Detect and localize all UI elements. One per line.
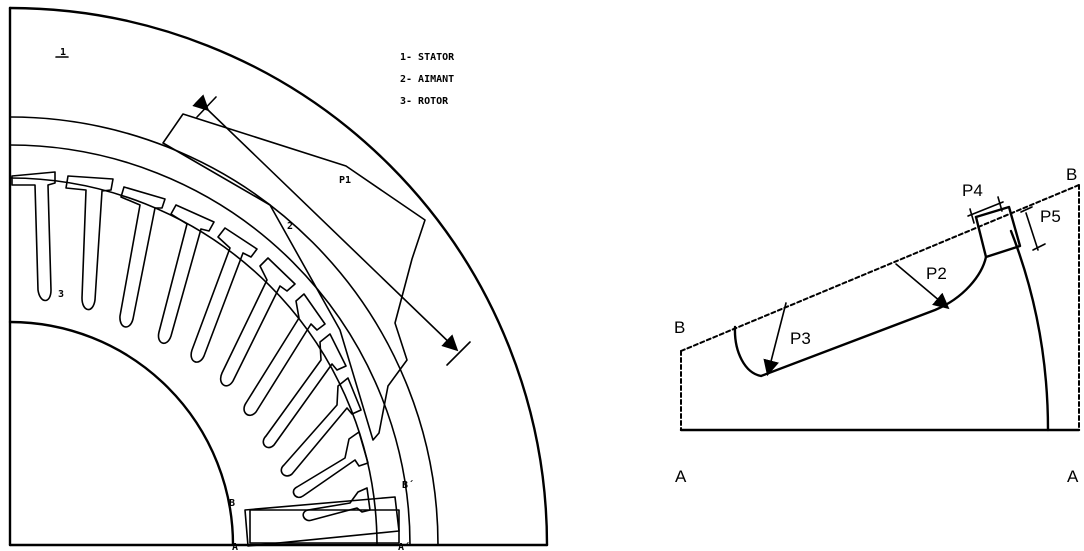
outer-stator-arc (8, 6, 549, 547)
rotor-number: 3 (58, 289, 64, 300)
label-a-prime: A´ (398, 541, 410, 551)
p4-left-tick (969, 208, 975, 224)
p2-arrow (895, 263, 950, 310)
rotor-slot (190, 227, 258, 363)
rotor-slot (65, 175, 114, 311)
right-label-b-left: B (674, 318, 685, 337)
p4-label: P4 (962, 181, 983, 200)
p5-bottom-tick (1032, 243, 1046, 251)
right-slot-diagram: B B A A P2 P3 P4 P5 (674, 165, 1081, 486)
rotor-slot (119, 186, 166, 328)
left-motor-diagram: 1 2 3 P1 1- STATOR 2- AIMANT 3- ROTOR B … (8, 6, 549, 551)
p5-dimension-line (1025, 212, 1039, 251)
right-label-b-right: B (1066, 165, 1077, 184)
slot-outline (733, 205, 1022, 378)
p4-dimension-line (967, 201, 1004, 217)
p1-bottom-tick (446, 341, 471, 366)
rotor-slot (262, 333, 347, 449)
stator-outer-arc (1009, 229, 1050, 432)
magnet-number: 2 (287, 221, 293, 232)
label-b-prime: B´ (402, 479, 414, 491)
rotor-slot (243, 293, 326, 417)
shaft-arc (8, 320, 235, 547)
label-a: A (232, 542, 238, 551)
p1-top-tick (196, 96, 217, 118)
p5-top-tick (1020, 206, 1033, 213)
p5-label: P5 (1040, 207, 1061, 226)
right-label-a-left: A (675, 467, 687, 486)
section-rectangle (249, 509, 400, 544)
magnet-inner-arc (9, 144, 411, 546)
slot-opening-wall (974, 215, 988, 259)
rotor-slots (11, 171, 371, 522)
rotor-slot (302, 487, 371, 522)
p2-label: P2 (926, 264, 947, 283)
p3-arrow (763, 302, 787, 377)
rotor-slot (280, 377, 362, 477)
right-label-a-right: A (1067, 467, 1079, 486)
p1-dimension-line (192, 94, 459, 352)
legend-item: 3- ROTOR (400, 96, 449, 107)
rotor-slot (11, 171, 56, 302)
legend-item: 2- AIMANT (400, 74, 454, 85)
rotor-slot (157, 204, 215, 344)
rotor-slot (292, 431, 369, 499)
stator-number: 1 (60, 47, 66, 58)
label-b: B (229, 498, 235, 509)
right-top-dashed-boundary (680, 184, 1080, 352)
p4-right-tick (997, 196, 1003, 212)
p1-label: P1 (339, 175, 351, 186)
legend-item: 1- STATOR (400, 52, 455, 63)
p3-label: P3 (790, 329, 811, 348)
